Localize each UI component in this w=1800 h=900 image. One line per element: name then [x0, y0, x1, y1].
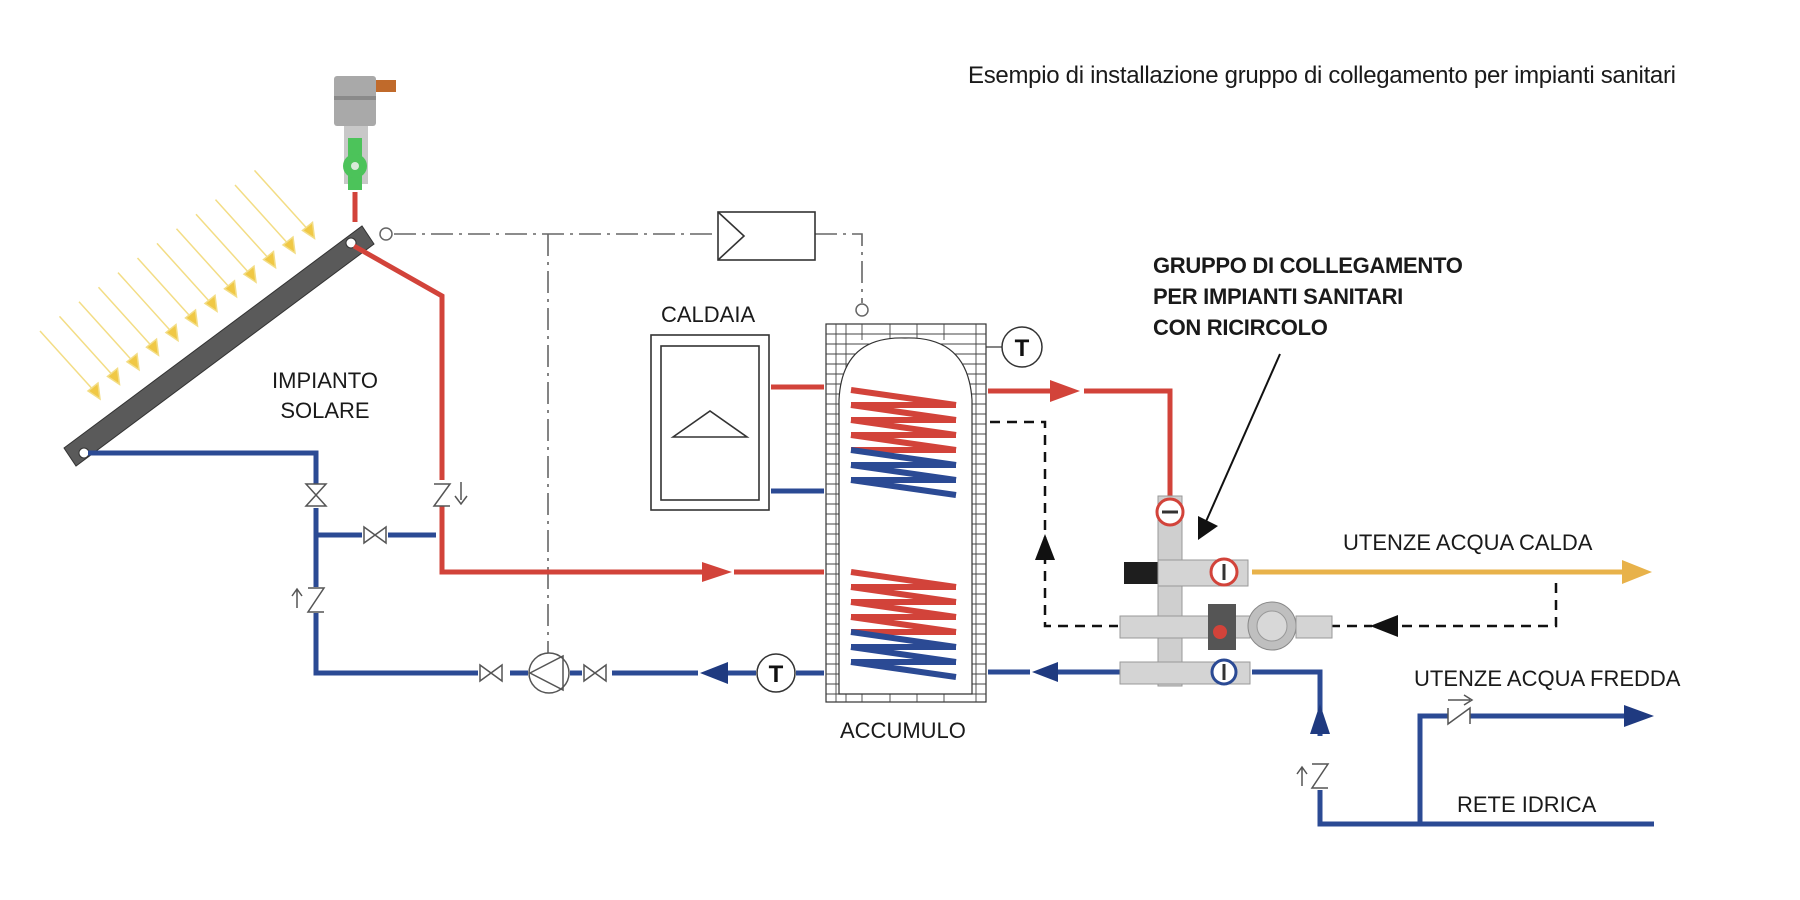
group-label-line: GRUPPO DI COLLEGAMENTO [1153, 253, 1463, 278]
flow-arrow [1370, 615, 1398, 637]
flow-arrow [702, 562, 732, 582]
cold-users-label: UTENZE ACQUA FREDDA [1414, 666, 1681, 691]
solar-label-line: IMPIANTO [272, 368, 378, 393]
solar-label-line: SOLARE [280, 398, 370, 423]
sun-ray [78, 301, 136, 365]
check-valve-icon [432, 482, 468, 507]
boiler-label: CALDAIA [661, 302, 756, 327]
pump-icon [528, 652, 570, 694]
sun-ray [39, 330, 97, 394]
sun-ray-arrow [86, 381, 101, 401]
group-label-line: PER IMPIANTI SANITARI [1153, 284, 1403, 309]
sun-ray [97, 286, 156, 350]
flow-arrow [1050, 380, 1080, 402]
cold-return-pipe [988, 669, 1654, 827]
flow-arrow [1035, 534, 1055, 560]
flow-arrow [1310, 704, 1330, 734]
control-line [394, 233, 863, 660]
page-title: Esempio di installazione gruppo di colle… [968, 62, 1676, 89]
temp-sensor-label: T [769, 661, 784, 688]
sun-ray-arrow [223, 279, 238, 299]
flow-arrow [1032, 662, 1058, 682]
temperature-sensor-icon [756, 653, 796, 693]
mains-label: RETE IDRICA [1457, 792, 1597, 817]
sun-ray-arrow [301, 220, 316, 240]
sun-ray-arrow [184, 308, 199, 328]
boiler-icon [650, 334, 770, 511]
solar-collector-icon [63, 225, 375, 467]
flow-arrow [1624, 705, 1654, 727]
sun-ray [117, 272, 175, 336]
sun-ray [214, 199, 273, 263]
mixing-group-icon [1119, 495, 1333, 687]
recirculation-line [990, 420, 1558, 628]
check-valve-icon [1296, 694, 1474, 789]
check-valve-icon [291, 587, 326, 613]
flow-arrow [700, 662, 728, 684]
air-vent-valve-icon [334, 76, 396, 222]
temp-sensor-label: T [1015, 335, 1030, 362]
sensor-node [379, 227, 393, 241]
flow-arrow [1622, 560, 1652, 584]
sun-ray [175, 228, 234, 292]
sun-ray-arrow [242, 264, 257, 284]
mixing-group-label: GRUPPO DI COLLEGAMENTO PER IMPIANTI SANI… [1153, 250, 1463, 343]
sun-ray [156, 242, 214, 306]
coil-segment [850, 659, 957, 680]
sun-ray-arrow [125, 352, 140, 372]
sun-ray-arrow [203, 293, 218, 313]
sun-ray [253, 169, 312, 233]
sun-ray [234, 184, 292, 248]
solar-system-label: IMPIANTO SOLARE [272, 366, 378, 426]
sun-ray [58, 315, 117, 379]
temperature-sensor-icon [1001, 326, 1043, 368]
gate-valve-icon [304, 483, 607, 683]
coil-segment [850, 477, 957, 498]
group-label-line: CON RICIRCOLO [1153, 315, 1328, 340]
sun-ray [195, 213, 253, 277]
sensor-node [855, 303, 869, 317]
sun-ray [136, 257, 195, 321]
storage-tank-icon [825, 323, 987, 703]
controller-icon [717, 211, 816, 261]
hot-outlet-pipe [988, 388, 1173, 500]
sun-ray-arrow [281, 235, 296, 255]
solar-hot-pipe [352, 243, 824, 575]
solar-cold-pipe [88, 450, 824, 676]
sun-ray-arrow [262, 250, 277, 270]
hot-users-label: UTENZE ACQUA CALDA [1343, 530, 1593, 555]
storage-label: ACCUMULO [840, 718, 966, 743]
sun-ray-arrow [164, 323, 179, 343]
sun-ray-arrow [145, 337, 160, 357]
sun-rays-icon [39, 169, 316, 401]
sun-ray-arrow [106, 366, 121, 386]
callout-arrow [1198, 353, 1281, 540]
